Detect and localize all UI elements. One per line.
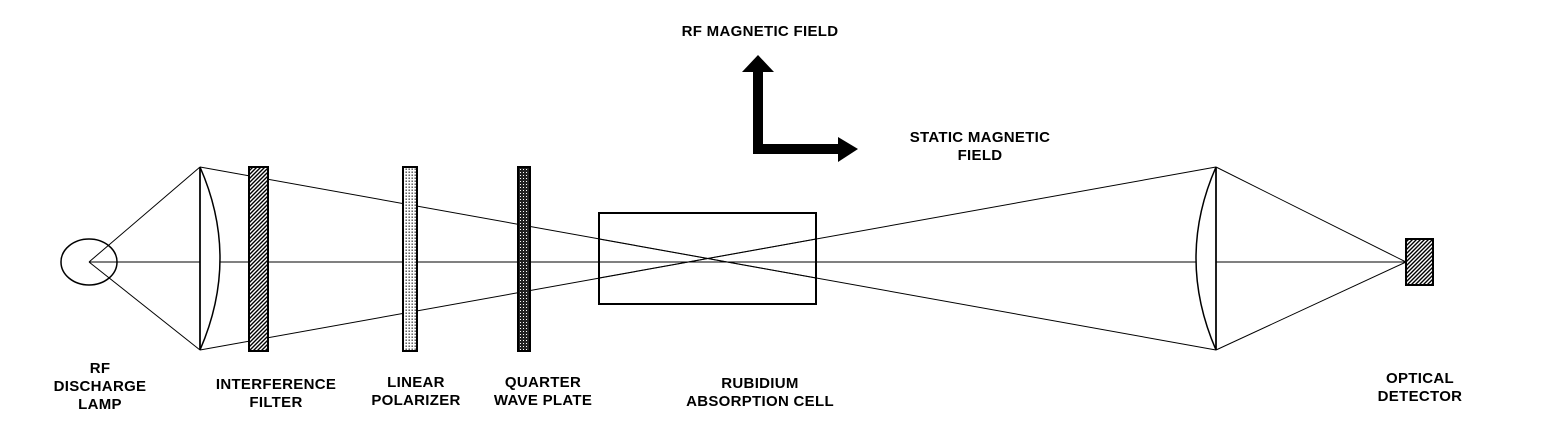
collimating-lens [199,166,221,351]
rubidium-absorption-cell [598,212,817,305]
linear-polarizer [402,166,418,352]
lamp-rays [88,166,201,351]
interference-filter [248,166,269,352]
label-rf-magnetic-field: RF MAGNETIC FIELD [681,23,839,40]
static-magnetic-field-arrow [753,137,858,162]
label-quarter-wave-plate: QUARTER WAVE PLATE [493,374,593,409]
detector-rays [1215,166,1407,351]
label-linear-polarizer: LINEAR POLARIZER [371,374,461,409]
label-static-magnetic-field: STATIC MAGNETIC FIELD [909,129,1051,164]
quarter-wave-plate [517,166,531,352]
label-rubidium-absorption-cell: RUBIDIUM ABSORPTION CELL [686,375,834,410]
rf-discharge-lamp [60,238,118,286]
label-rf-discharge-lamp: RF DISCHARGE LAMP [53,360,147,413]
label-interference-filter: INTERFERENCE FILTER [215,376,337,411]
rf-magnetic-field-arrow [742,55,774,154]
label-optical-detector: OPTICAL DETECTOR [1377,370,1463,405]
focusing-lens [1195,166,1217,351]
optical-detector [1405,238,1434,286]
